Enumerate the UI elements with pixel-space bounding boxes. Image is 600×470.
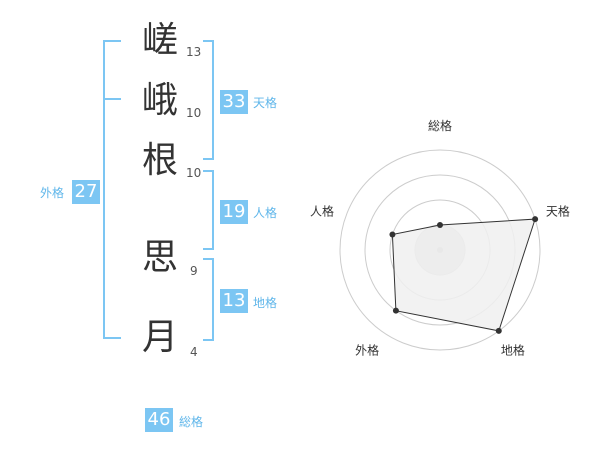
name-char-5: 月 <box>141 317 178 358</box>
jinkaku-value-badge: 19 <box>220 200 248 224</box>
radar-point-4 <box>392 307 399 314</box>
radar-axis-label-1: 総格 <box>428 118 452 133</box>
stroke-count-1: 13 <box>186 45 202 59</box>
radar-point-3 <box>495 327 502 334</box>
stroke-count-3: 10 <box>186 166 202 180</box>
radar-point-5 <box>389 231 396 238</box>
stroke-count-4: 9 <box>190 264 198 278</box>
radar-axis-label-4: 外格 <box>355 342 379 357</box>
radar-point-2 <box>532 216 539 223</box>
name-char-3: 根 <box>141 140 178 181</box>
stroke-count-2: 10 <box>186 106 202 120</box>
name-char-1: 嵯 <box>141 20 178 61</box>
name-char-4: 思 <box>141 237 178 278</box>
name-char-2: 峨 <box>141 80 178 121</box>
tenkaku-label: 天格 <box>253 96 278 110</box>
chikaku-label: 地格 <box>253 296 278 310</box>
gaikaku-label: 外格 <box>40 186 65 200</box>
soukaku-label: 総格 <box>179 415 204 429</box>
jinkaku-label: 人格 <box>253 206 278 220</box>
soukaku-value-badge: 46 <box>145 408 173 432</box>
radar-axis-label-5: 人格 <box>310 204 334 219</box>
radar-polygon <box>391 218 536 332</box>
stroke-count-5: 4 <box>190 345 198 359</box>
radar-shape <box>389 216 539 334</box>
radar-axis-label-2: 天格 <box>546 204 570 219</box>
radar-axis-label-3: 地格 <box>501 342 525 357</box>
chikaku-value-badge: 13 <box>220 289 248 313</box>
gaikaku-value-badge: 27 <box>72 180 100 204</box>
tenkaku-value-badge: 33 <box>220 90 248 114</box>
radar-point-1 <box>437 222 443 228</box>
